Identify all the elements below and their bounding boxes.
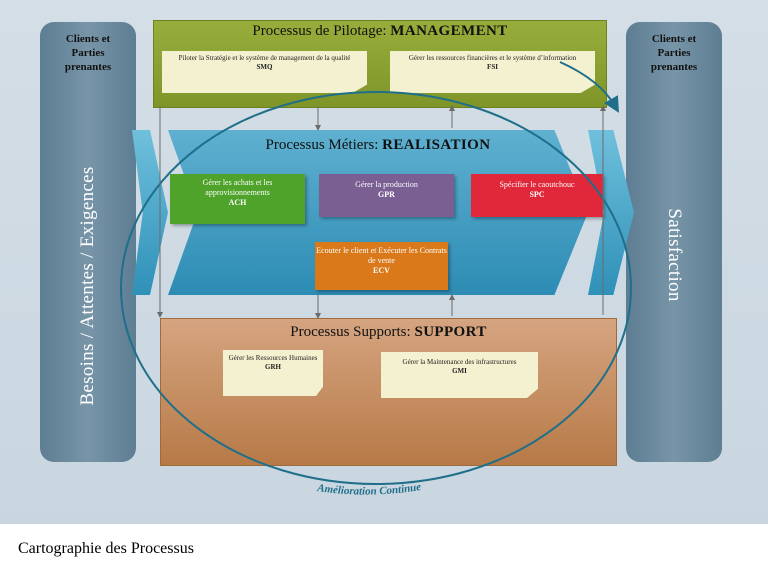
process-map: Clients et Parties prenantes Besoins / A…: [0, 0, 768, 524]
right-pillar-heading: Clients et Parties prenantes: [626, 32, 722, 74]
note-smq: Piloter la Stratégie et le système de ma…: [162, 51, 367, 93]
note-fsi-text: Gérer les ressources financières et le s…: [408, 54, 577, 62]
process-gpr: Gérer la production GPR: [319, 174, 454, 217]
management-title-prefix: Processus de Pilotage:: [252, 23, 391, 39]
left-pillar-heading-line-2: Parties: [71, 47, 105, 59]
realisation-title: Processus Métiers: REALISATION: [168, 137, 588, 154]
right-pillar-heading-line-3: prenantes: [650, 61, 698, 73]
left-stakeholder-pillar: Clients et Parties prenantes Besoins / A…: [40, 22, 136, 462]
note-fsi-code: FSI: [487, 63, 498, 71]
left-pillar-heading: Clients et Parties prenantes: [40, 32, 136, 74]
note-gmi-code: GMI: [452, 367, 467, 375]
note-smq-text: Piloter la Stratégie et le système de ma…: [178, 54, 351, 62]
process-ecv-code: ECV: [373, 266, 390, 275]
note-gmi: Gérer la Maintenance des infrastructures…: [381, 352, 538, 398]
process-ecv: Ecouter le client et Exécuter les Contra…: [315, 242, 448, 290]
management-band: Processus de Pilotage: MANAGEMENT Pilote…: [153, 20, 607, 108]
continuous-improvement-cycle: [120, 91, 632, 485]
support-title-prefix: Processus Supports:: [290, 324, 415, 340]
note-grh-code: GRH: [265, 363, 281, 371]
support-title-keyword: SUPPORT: [414, 324, 487, 340]
note-grh: Gérer les Ressources Humaines GRH: [223, 350, 323, 396]
process-spc-text: Spécifier le caoutchouc: [499, 180, 575, 189]
process-ecv-text: Ecouter le client et Exécuter les Contra…: [316, 246, 447, 265]
process-gpr-code: GPR: [378, 190, 395, 199]
realisation-title-prefix: Processus Métiers:: [265, 137, 383, 153]
left-pillar-heading-line-1: Clients et: [65, 33, 111, 45]
left-pillar-heading-line-3: prenantes: [64, 61, 112, 73]
continuous-improvement-label: Amélioration Continue: [316, 481, 422, 498]
process-spc: Spécifier le caoutchouc SPC: [471, 174, 603, 217]
management-title-keyword: MANAGEMENT: [390, 23, 508, 39]
process-gpr-text: Gérer la production: [355, 180, 418, 189]
support-band: Processus Supports: SUPPORT Gérer les Re…: [160, 318, 617, 466]
process-ach-code: ACH: [228, 198, 247, 207]
right-pillar-heading-line-2: Parties: [657, 47, 691, 59]
right-stakeholder-pillar: Clients et Parties prenantes Satisfactio…: [626, 22, 722, 462]
support-title: Processus Supports: SUPPORT: [161, 324, 616, 341]
realisation-title-keyword: REALISATION: [382, 137, 491, 153]
cycle-arrow-head: [559, 61, 620, 113]
note-grh-text: Gérer les Ressources Humaines: [228, 354, 318, 362]
process-spc-code: SPC: [529, 190, 545, 199]
process-ach: Gérer les achats et les approvisionnemen…: [170, 174, 305, 224]
diagram-overlay: Amélioration Continue: [120, 61, 632, 498]
right-pillar-heading-line-1: Clients et: [651, 33, 697, 45]
management-title: Processus de Pilotage: MANAGEMENT: [154, 23, 606, 40]
continuous-improvement-text: Amélioration Continue: [316, 481, 422, 498]
note-fsi: Gérer les ressources financières et le s…: [390, 51, 595, 93]
note-smq-code: SMQ: [256, 63, 273, 71]
process-ach-text: Gérer les achats et les approvisionnemen…: [202, 178, 273, 197]
note-gmi-text: Gérer la Maintenance des infrastructures: [402, 358, 517, 366]
figure-caption: Cartographie des Processus: [18, 540, 194, 557]
